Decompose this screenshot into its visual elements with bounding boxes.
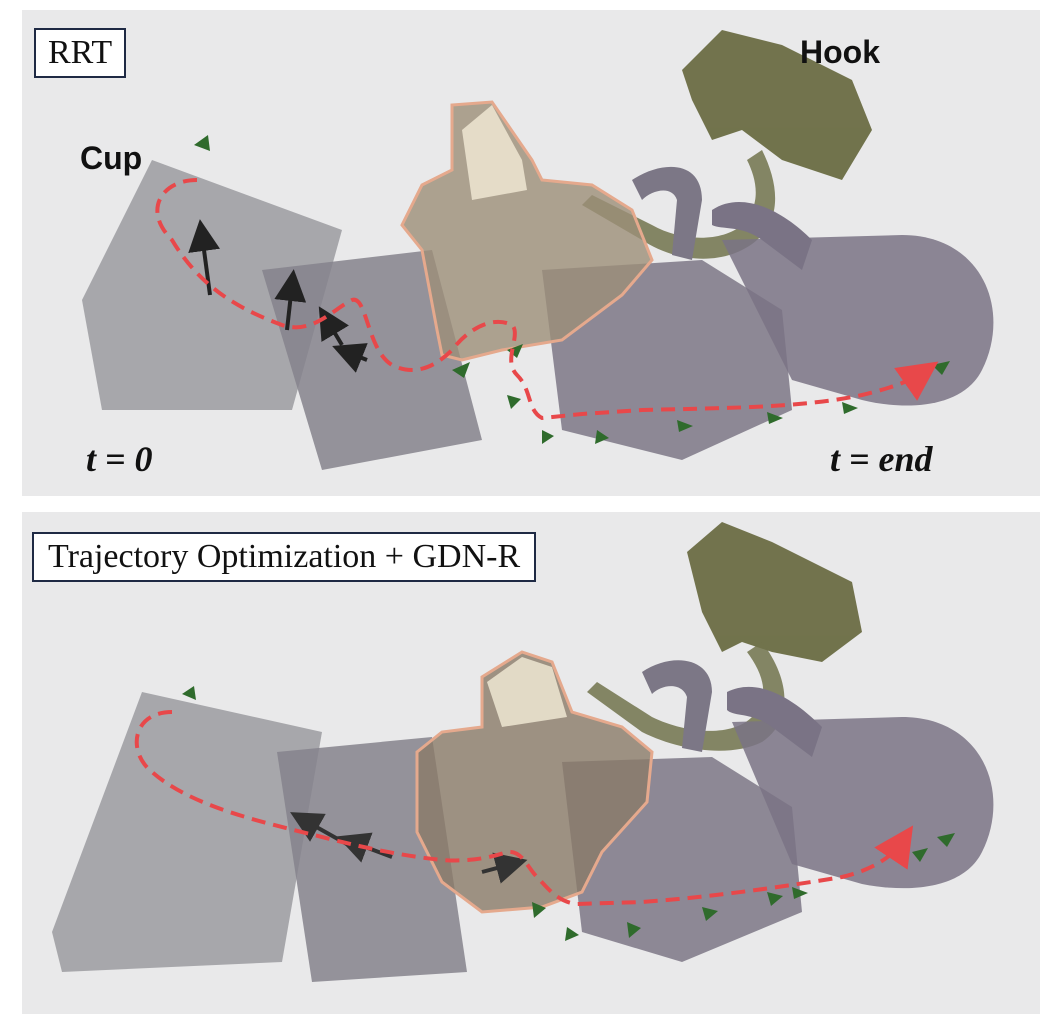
method-label-rrt: RRT [34,28,127,78]
cup-handle-2 [727,686,822,757]
cup-label: Cup [80,140,143,176]
cup-copy-1 [82,160,342,410]
cup-copy-4 [732,717,994,889]
orientation-arrows [188,219,368,373]
hook-object [587,522,862,751]
trajopt-scene [52,522,994,982]
cup-handle-2 [712,201,812,270]
trajopt-trajectory [134,710,914,907]
method-label-trajopt: Trajectory Optimization + GDN-R [32,532,537,582]
hook-label: Hook [800,34,880,70]
cup-trail [52,660,994,982]
rrt-trajectory [155,178,939,421]
highlighted-cup [400,100,654,362]
cup-trail [82,160,994,470]
cup-copy-3 [542,260,792,460]
trajopt-panel: Trajectory Optimization + GDN-R [22,512,1040,1014]
cup-copy-2 [262,250,482,470]
highlighted-cup [415,650,654,914]
pose-arrows [182,686,955,941]
highlighted-cup-handle [487,657,567,727]
time-start-label: t = 0 [86,439,153,479]
cup-copy-1 [52,692,322,972]
cup-handle-1 [632,166,702,260]
time-end-label: t = end [830,439,933,479]
rrt-panel: RRT Cup Hook t = 0 t = end [22,10,1040,496]
cup-handle-1 [642,660,712,752]
highlighted-cup-handle [462,105,527,200]
rrt-scene [82,30,994,470]
